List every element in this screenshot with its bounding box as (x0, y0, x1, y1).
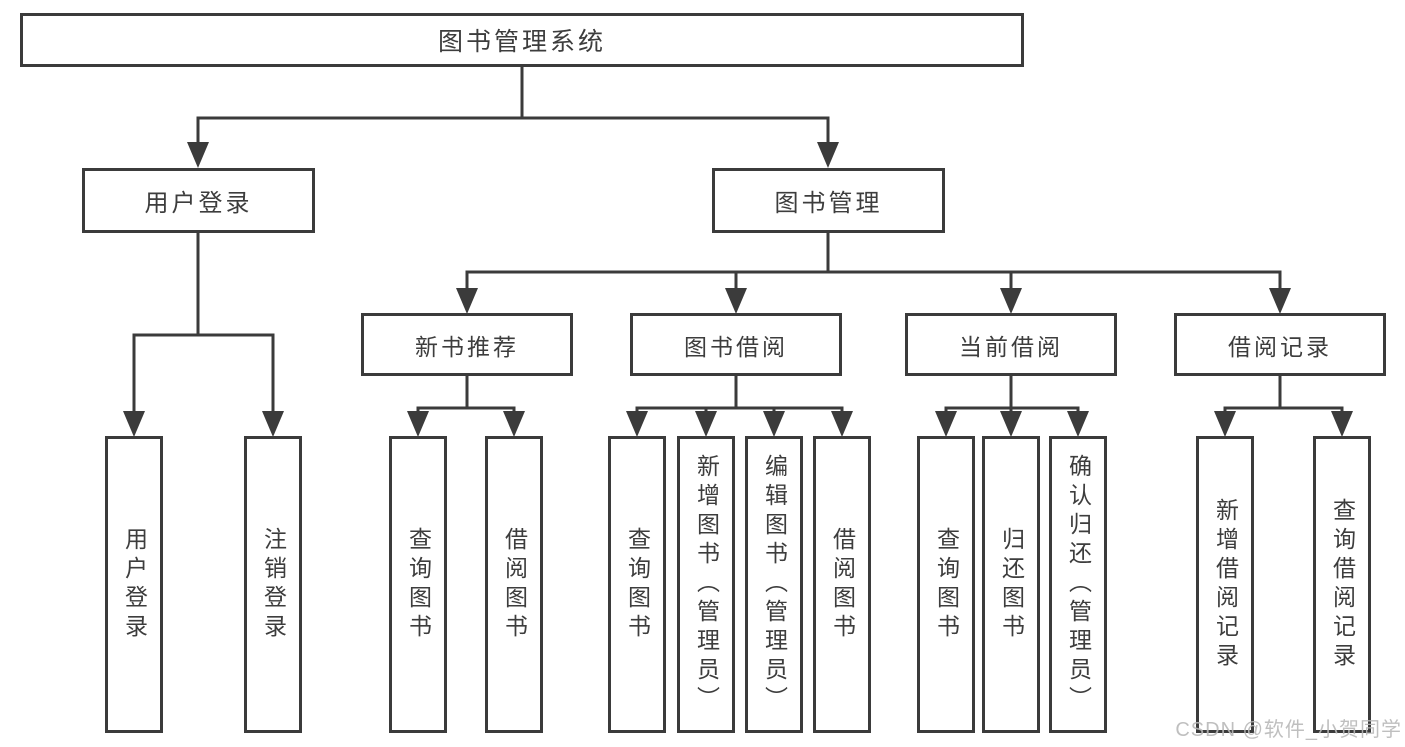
node-add-book-admin: 新增图书（管理员） (677, 436, 735, 733)
csdn-watermark: CSDN @软件_小贺同学 (1175, 719, 1402, 741)
node-query-books-borrowing: 查询图书 (608, 436, 666, 733)
node-current-borrowing: 当前借阅 (905, 313, 1117, 376)
arrowheads (123, 142, 1353, 437)
node-new-book-recommendation: 新书推荐 (361, 313, 573, 376)
node-book-borrowing: 图书借阅 (630, 313, 842, 376)
node-query-books-recommend: 查询图书 (389, 436, 447, 733)
node-add-borrow-record: 新增借阅记录 (1196, 436, 1254, 733)
connector-root-to-level2 (196, 65, 830, 152)
connector-borrow-records-to-children (1223, 374, 1344, 420)
connector-user-login-to-children (132, 231, 275, 420)
node-borrowing-records: 借阅记录 (1174, 313, 1386, 376)
node-edit-book-admin: 编辑图书（管理员） (745, 436, 803, 733)
node-confirm-return-admin: 确认归还（管理员） (1049, 436, 1107, 733)
connector-new-book-to-children (416, 374, 516, 420)
node-return-book: 归还图书 (982, 436, 1040, 733)
node-query-books-current: 查询图书 (917, 436, 975, 733)
node-book-management: 图书管理 (712, 168, 945, 233)
node-query-borrow-record: 查询借阅记录 (1313, 436, 1371, 733)
node-logout-action: 注销登录 (244, 436, 302, 733)
node-user-login: 用户登录 (82, 168, 315, 233)
connector-book-borrowing-to-children (635, 374, 844, 420)
node-borrow-books-borrowing: 借阅图书 (813, 436, 871, 733)
node-library-management-system: 图书管理系统 (20, 13, 1024, 67)
node-user-login-action: 用户登录 (105, 436, 163, 733)
node-borrow-books-recommend: 借阅图书 (485, 436, 543, 733)
connector-book-management-to-children (465, 231, 1282, 297)
